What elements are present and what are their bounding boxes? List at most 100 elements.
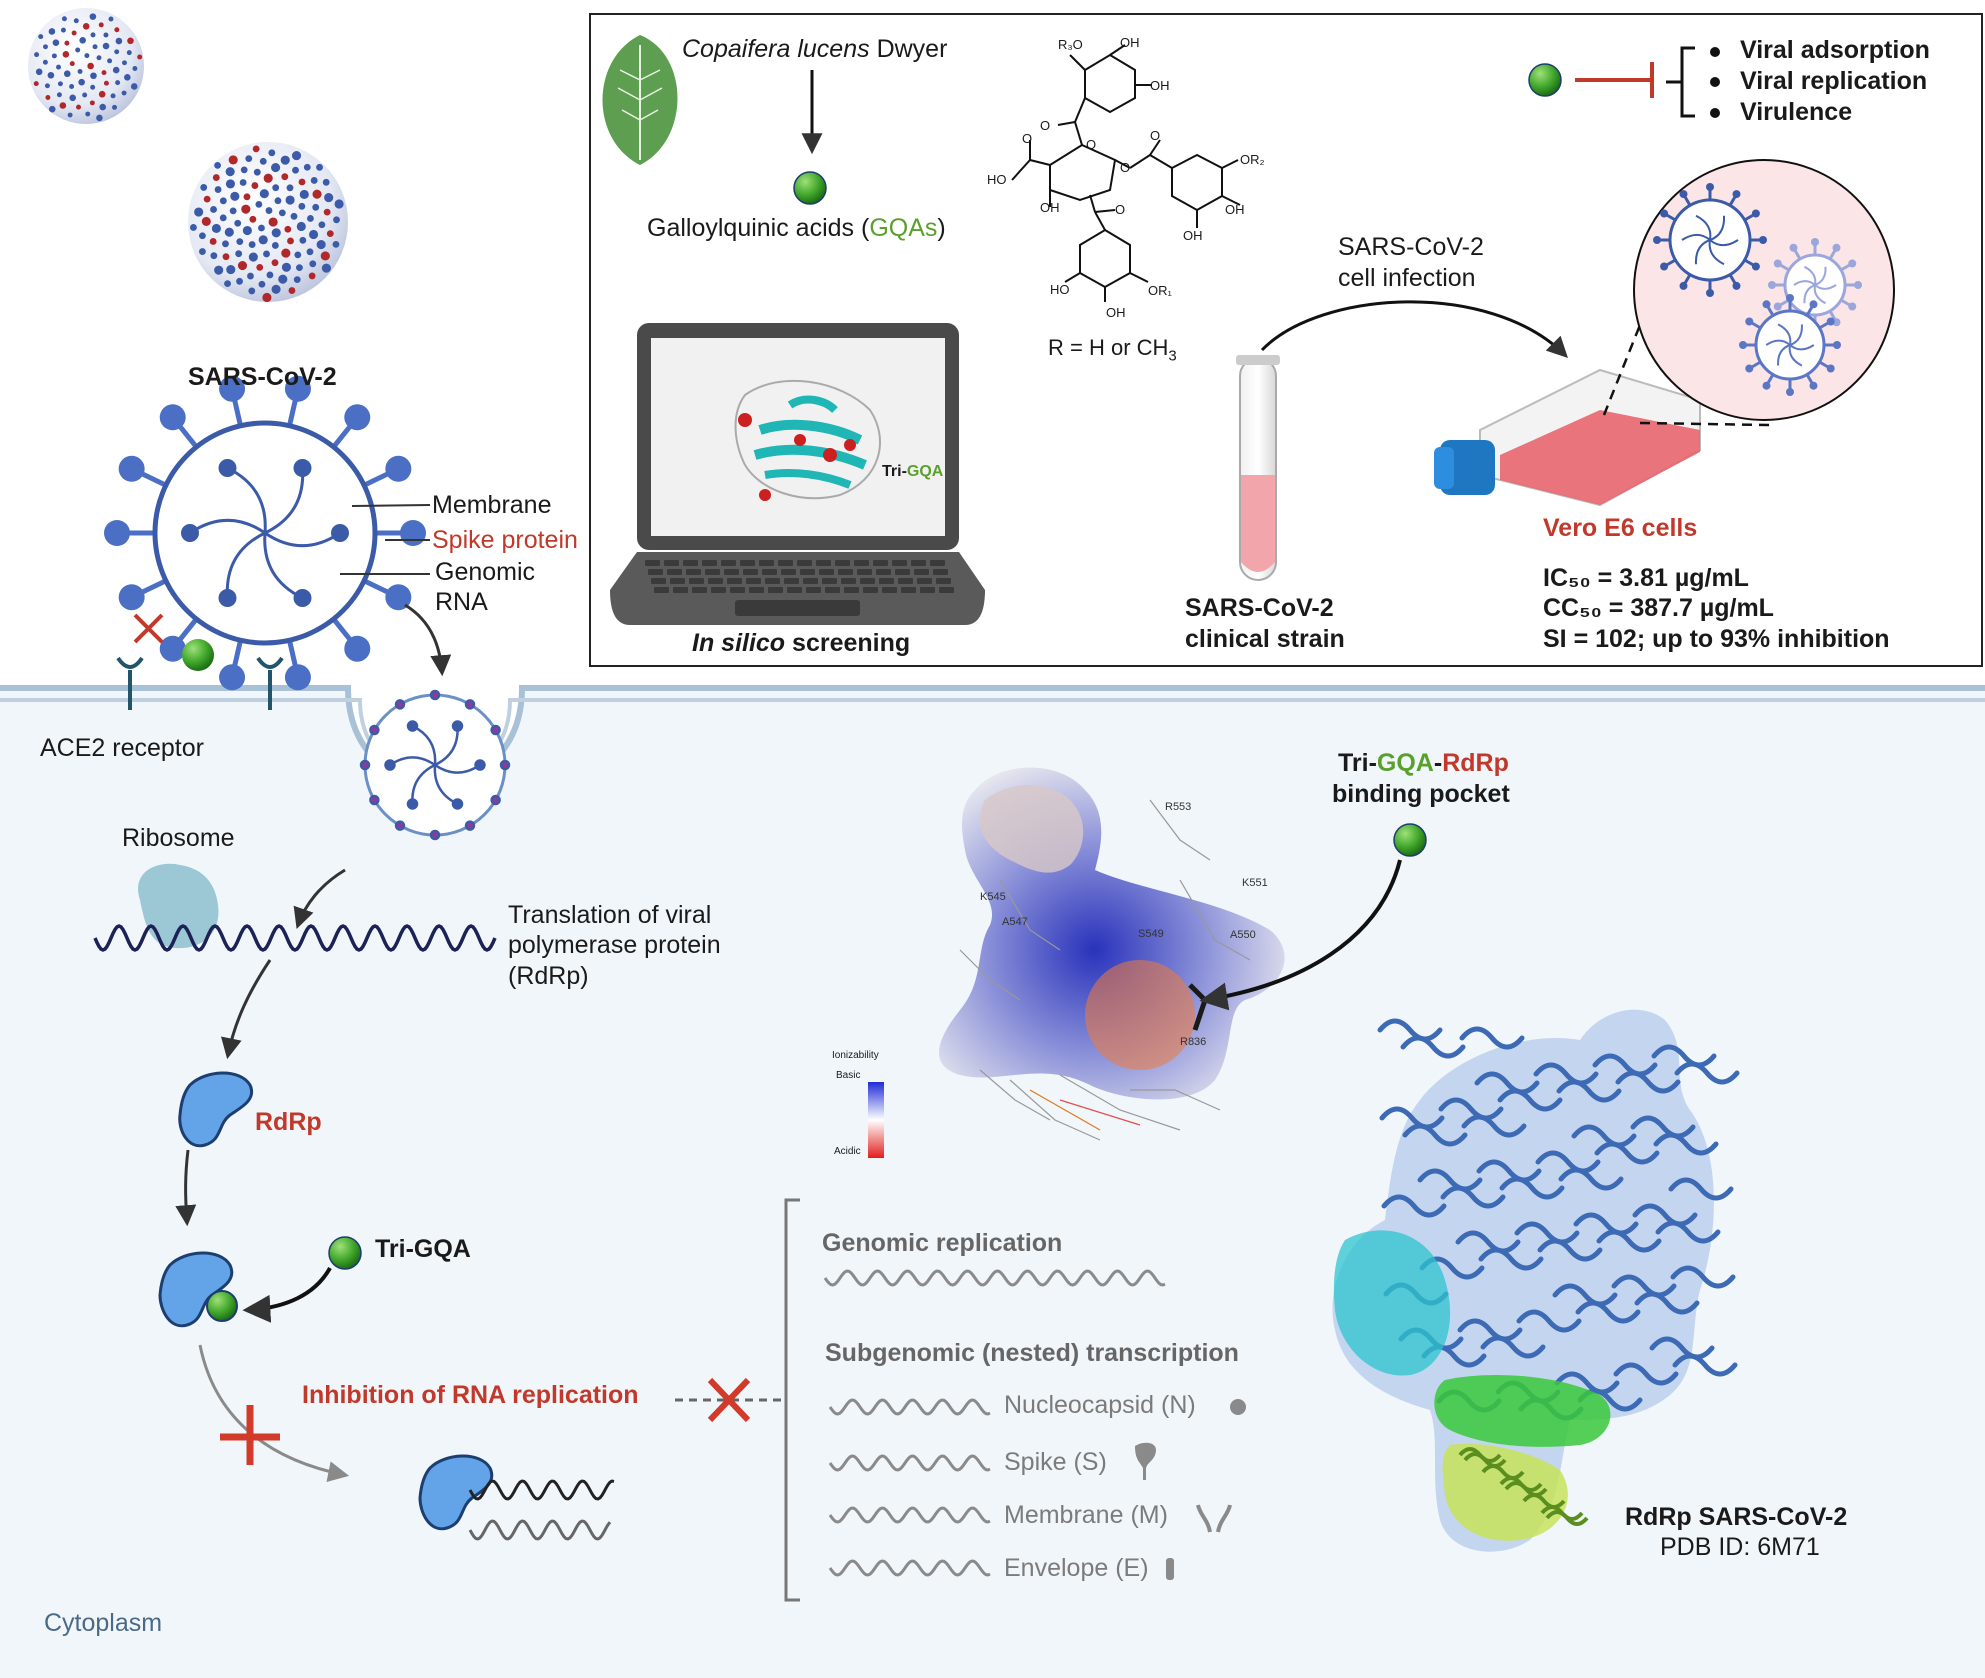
ribosome-icon [138,863,219,949]
gqa-ball-icon-panel [793,171,827,205]
ribosome-label: Ribosome [122,824,235,852]
chem-or2: OR₂ [1240,152,1265,167]
virion-medium-icon [188,142,348,303]
chem-o3: O [1022,131,1033,146]
rdrp-bound-icon [158,1251,234,1328]
spike-protein-label: Spike protein [432,526,578,554]
chem-oh1: OH [1120,35,1140,50]
vero-label: Vero E6 cells [1543,514,1698,542]
virus-title: SARS-CoV-2 [188,363,337,391]
svg-text:A550: A550 [1230,929,1256,941]
chemical-structure [1011,44,1241,302]
cc50-label: CC₅₀ = 387.7 µg/mL [1543,594,1774,622]
cell-culture-flask-icon [1434,368,1701,507]
rna-label: RNA [435,588,488,616]
red-x-icon [707,1377,751,1423]
virion-small-icon [28,8,144,124]
rdrp-structure-image [1332,1009,1740,1552]
pocket-title-line-2: binding pocket [1332,780,1510,808]
nucleocapsid-label: Nucleocapsid (N) [1004,1391,1196,1419]
chem-oh3: OH [1040,200,1060,215]
pocket-title-line-1: Tri-GQA-RdRp [1338,749,1509,777]
chem-o6: O [1115,202,1126,217]
translation-line-1: Translation of viral [508,901,712,929]
genomic-label: Genomic [435,558,536,586]
leaf-icon [602,35,678,165]
trigqa-label: Tri-GQA [375,1235,471,1263]
r-definition: R = H or CH3 [1048,335,1177,365]
chem-o1: O [1040,118,1051,133]
effects-gqa-ball-icon [1528,63,1562,97]
membrane-protein-icon [1196,1504,1232,1533]
chem-ho2: HO [1050,282,1070,297]
test-tube-icon [1236,355,1280,581]
endosome-virion-icon [359,689,511,841]
structure-title: RdRp SARS-CoV-2 [1625,1503,1848,1531]
ace2-receptor-icon [116,656,284,710]
infection-line-2: cell infection [1338,264,1476,292]
ic50-label: IC₅₀ = 3.81 µg/mL [1543,564,1749,592]
si-label: SI = 102; up to 93% inhibition [1543,625,1890,653]
chem-oh5: OH [1183,228,1203,243]
clinical-line-2: clinical strain [1185,625,1345,653]
effect-replication: Viral replication [1740,67,1928,95]
chem-oh6: OH [1106,305,1126,320]
chem-o5: O [1120,160,1131,175]
legend-acidic: Acidic [834,1146,861,1157]
translation-line-2: polymerase protein [508,931,721,959]
protein-ribbon-icon [734,379,881,501]
chem-oh4: OH [1225,202,1245,217]
rdrp-transcribing-icon [418,1454,494,1531]
mrna-strand [93,924,497,952]
spike-icon [1135,1442,1156,1480]
chem-oh2: OH [1150,78,1170,93]
infection-line-1: SARS-CoV-2 [1338,233,1484,261]
ionizability-legend [868,1082,884,1158]
gqa-ball-icon [182,639,214,671]
svg-text:K551: K551 [1242,877,1268,889]
ligand-highlight [1085,960,1195,1070]
cytoplasm-label: Cytoplasm [44,1609,163,1637]
virion-cross-section-icon [104,375,426,691]
trigqa-ball-icon [328,1236,362,1270]
laptop-trigqa-label: Tri-GQA [882,463,944,480]
membrane-m-label: Membrane (M) [1004,1501,1168,1529]
laptop-icon [610,323,985,625]
blocked-x-icon [133,613,164,644]
nucleocapsid-dot-icon [1230,1399,1246,1415]
structure-pdb: PDB ID: 6M71 [1660,1533,1820,1561]
chem-or1: OR₁ [1148,283,1172,298]
genomic-replication-label: Genomic replication [822,1229,1063,1257]
membrane-label: Membrane [432,491,552,519]
legend-basic: Basic [836,1070,861,1081]
effect-virulence: Virulence [1740,98,1853,126]
ace2-label: ACE2 receptor [40,734,204,762]
in-silico-label: In silico screening [692,629,911,657]
rdrp-label: RdRp [255,1108,322,1136]
chem-ho1: HO [987,172,1007,187]
plant-name: Copaifera lucens Dwyer [682,35,948,63]
svg-text:A547: A547 [1002,916,1028,928]
envelope-label: Envelope (E) [1004,1554,1149,1582]
binding-pocket-surface [939,767,1285,1141]
translation-line-3: (RdRp) [508,962,589,990]
svg-text:R836: R836 [1180,1036,1206,1048]
svg-text:R553: R553 [1165,801,1191,813]
inhibition-label: Inhibition of RNA replication [302,1381,639,1409]
svg-text:S549: S549 [1138,928,1164,940]
chem-r3o: R₃O [1058,37,1083,52]
effect-adsorption: Viral adsorption [1740,36,1930,64]
rdrp-icon [178,1071,254,1148]
spike-label: Spike (S) [1004,1448,1107,1476]
subgenomic-label: Subgenomic (nested) transcription [825,1339,1239,1367]
chem-o4: O [1150,128,1161,143]
magnified-view [1633,159,1895,421]
clinical-line-1: SARS-CoV-2 [1185,594,1334,622]
chem-o2: O [1086,137,1097,152]
pocket-gqa-ball-icon [1393,823,1427,857]
gqa-label: Galloylquinic acids (GQAs) [647,214,946,242]
envelope-protein-icon [1166,1558,1174,1580]
inhibition-cross-icon [220,1405,280,1465]
legend-title: Ionizability [832,1050,879,1061]
